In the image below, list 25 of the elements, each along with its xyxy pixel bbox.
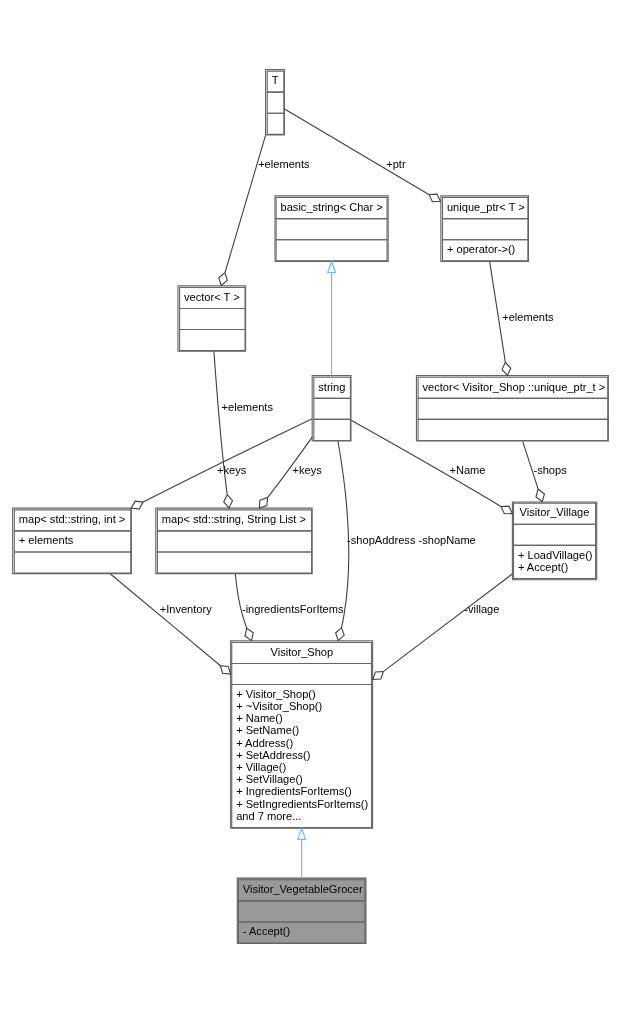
connector: [130, 418, 313, 510]
connector: [522, 440, 546, 503]
connector: [258, 436, 313, 509]
edge-label: +keys: [217, 464, 247, 477]
edge-label: +keys: [292, 464, 322, 477]
connector: [234, 573, 254, 642]
arrow: [296, 826, 307, 879]
edge-label: +elements: [221, 401, 273, 414]
edge-label: +Inventory: [159, 602, 212, 615]
edge-label: +elements: [502, 311, 554, 324]
edge-label: -shops: [533, 464, 567, 477]
connector: [218, 134, 267, 287]
connector: [489, 260, 512, 377]
edge-label: +Name: [449, 464, 486, 477]
connector: [213, 350, 234, 509]
connector: [372, 573, 513, 681]
arrow: [326, 259, 337, 376]
edge-label: +elements: [258, 158, 310, 171]
edge-label: -ingredientsForItems: [241, 602, 344, 615]
connector: [109, 573, 232, 675]
connector: [334, 440, 350, 642]
edge-label: -village: [464, 602, 500, 615]
edge-label: +ptr: [386, 158, 406, 171]
connector: [350, 419, 514, 515]
connector: [284, 108, 442, 203]
